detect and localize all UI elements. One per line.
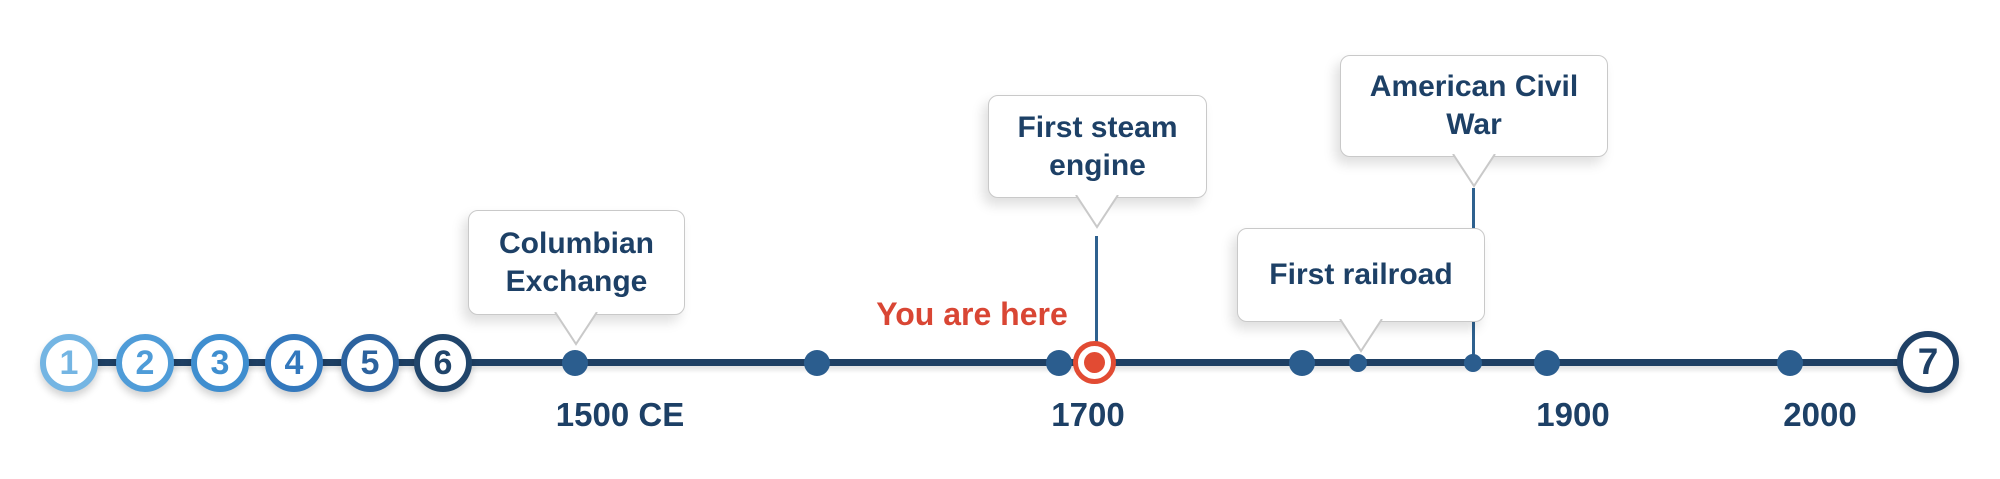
step-circle-6[interactable]: 6 — [414, 334, 472, 392]
step-circle-1-label: 1 — [59, 343, 79, 382]
step-circle-5-label: 5 — [360, 343, 380, 382]
timeline-dot-1600 — [804, 350, 830, 376]
callout-tail-first-railroad — [1339, 319, 1383, 353]
step-circle-3[interactable]: 3 — [191, 334, 249, 392]
step-circle-1[interactable]: 1 — [40, 334, 98, 392]
step-circle-4-label: 4 — [284, 343, 304, 382]
event-dot-american-civil-war — [1464, 354, 1482, 372]
callout-tail-columbian-exchange — [554, 312, 598, 346]
callout-columbian-exchange-label: Columbian Exchange — [499, 226, 654, 298]
you-are-here-label: You are here — [876, 296, 1068, 332]
step-circle-7[interactable]: 7 — [1897, 331, 1959, 393]
timeline-dot-2000 — [1777, 350, 1803, 376]
timeline-dot-1800 — [1289, 350, 1315, 376]
event-dot-first-railroad — [1349, 354, 1367, 372]
step-circle-6-label: 6 — [433, 343, 453, 382]
year-label-1900: 1900 — [1536, 396, 1610, 433]
callout-first-steam-engine-label: First steam engine — [1017, 110, 1178, 182]
year-label-1700: 1700 — [1051, 396, 1125, 433]
you-are-here-marker-inner-dot — [1084, 352, 1105, 373]
progress-connector-line — [69, 359, 443, 366]
callout-tail-first-steam-engine — [1075, 195, 1119, 229]
timeline-line — [443, 359, 1928, 366]
timeline-dot-1900 — [1534, 350, 1560, 376]
step-circle-4[interactable]: 4 — [265, 334, 323, 392]
step-circle-7-label: 7 — [1917, 341, 1939, 382]
callout-first-railroad-label: First railroad — [1269, 258, 1453, 291]
callout-american-civil-war-label: American Civil War — [1369, 70, 1579, 141]
step-circle-2[interactable]: 2 — [116, 334, 174, 392]
you-are-here-marker — [1073, 341, 1116, 384]
callout-first-railroad: First railroad — [1237, 228, 1485, 322]
step-circle-5[interactable]: 5 — [341, 334, 399, 392]
callout-tail-american-civil-war — [1452, 154, 1496, 188]
step-circle-3-label: 3 — [210, 343, 230, 382]
callout-columbian-exchange: Columbian Exchange — [468, 210, 685, 315]
year-label-2000: 2000 — [1783, 396, 1857, 433]
callout-first-steam-engine: First steam engine — [988, 95, 1207, 198]
timeline-dot-1500 — [562, 350, 588, 376]
connector-line-steam-engine — [1095, 236, 1098, 348]
year-label-1500-ce: 1500 CE — [555, 396, 685, 433]
step-circle-2-label: 2 — [135, 343, 155, 382]
callout-american-civil-war: American Civil War — [1340, 55, 1608, 157]
timeline-dot-1700 — [1046, 350, 1072, 376]
